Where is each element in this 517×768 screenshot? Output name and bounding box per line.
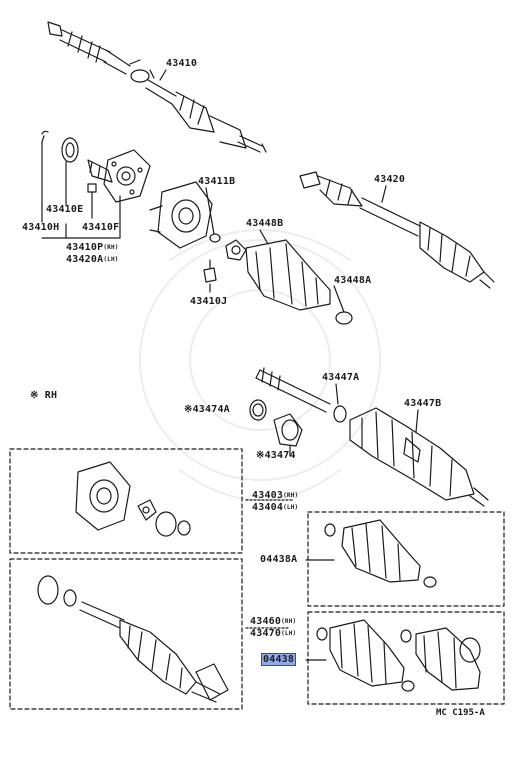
label-04438A: 04438A bbox=[260, 554, 298, 565]
label-43410F: 43410F bbox=[82, 222, 120, 233]
diagram-code: MC C195-A bbox=[436, 708, 485, 718]
box-04438 bbox=[307, 611, 505, 705]
boot-43447B bbox=[349, 407, 489, 507]
label-43411B: 43411B bbox=[198, 176, 236, 187]
label-43410E: 43410E bbox=[46, 204, 84, 215]
bracket-43410 bbox=[41, 141, 121, 239]
drive-shaft-assembly-43460 bbox=[37, 575, 229, 703]
leader-43448B bbox=[259, 229, 269, 245]
leader-43447A bbox=[335, 383, 339, 405]
clamp-43474A bbox=[249, 399, 267, 421]
box-43460 bbox=[9, 558, 243, 710]
label-43404: 43404(LH) bbox=[252, 502, 299, 513]
label-43410P: 43410P(RH) bbox=[66, 242, 119, 253]
label-43410J: 43410J bbox=[190, 296, 228, 307]
label-43474A: ※43474A bbox=[184, 404, 230, 415]
label-43410: 43410 bbox=[166, 58, 198, 69]
drive-shaft-43420 bbox=[299, 171, 495, 289]
leader-43411B bbox=[205, 187, 215, 235]
label-43410H: 43410H bbox=[22, 222, 60, 233]
label-43448B: 43448B bbox=[246, 218, 284, 229]
leader-43448A bbox=[333, 285, 345, 313]
tripod-joint bbox=[225, 239, 247, 261]
label-04438-highlighted[interactable]: 04438 bbox=[260, 653, 297, 666]
leader-43447B bbox=[415, 409, 419, 433]
label-43420A: 43420A(LH) bbox=[66, 254, 119, 265]
label-43447A: 43447A bbox=[322, 372, 360, 383]
leader-43410 bbox=[159, 69, 167, 81]
label-43448A: 43448A bbox=[334, 275, 372, 286]
rh-marker: ※ RH bbox=[30, 390, 58, 401]
label-43420: 43420 bbox=[374, 174, 406, 185]
clamp-43447A bbox=[333, 405, 347, 423]
label-43470: 43470(LH) bbox=[250, 628, 297, 639]
label-43447B: 43447B bbox=[404, 398, 442, 409]
boot-kit-04438A bbox=[324, 519, 437, 588]
label-43460: 43460(RH) bbox=[250, 616, 297, 627]
drive-shaft-43410 bbox=[47, 21, 267, 153]
outboard-joint-kit bbox=[75, 461, 191, 537]
boot-43448B bbox=[245, 239, 353, 325]
bearing-parts-group bbox=[41, 130, 151, 203]
leader-43420 bbox=[381, 185, 387, 203]
outboard-joint-housing bbox=[149, 181, 221, 249]
boot-kit-04438 bbox=[316, 619, 481, 692]
inner-shaft bbox=[255, 367, 331, 413]
bearing-43474 bbox=[273, 413, 303, 457]
label-43474: ※43474 bbox=[256, 450, 296, 461]
nut-43410J bbox=[203, 259, 217, 293]
box-43403 bbox=[9, 448, 243, 554]
box-04438A bbox=[307, 511, 505, 607]
label-43403: 43403(RH) bbox=[252, 490, 299, 501]
